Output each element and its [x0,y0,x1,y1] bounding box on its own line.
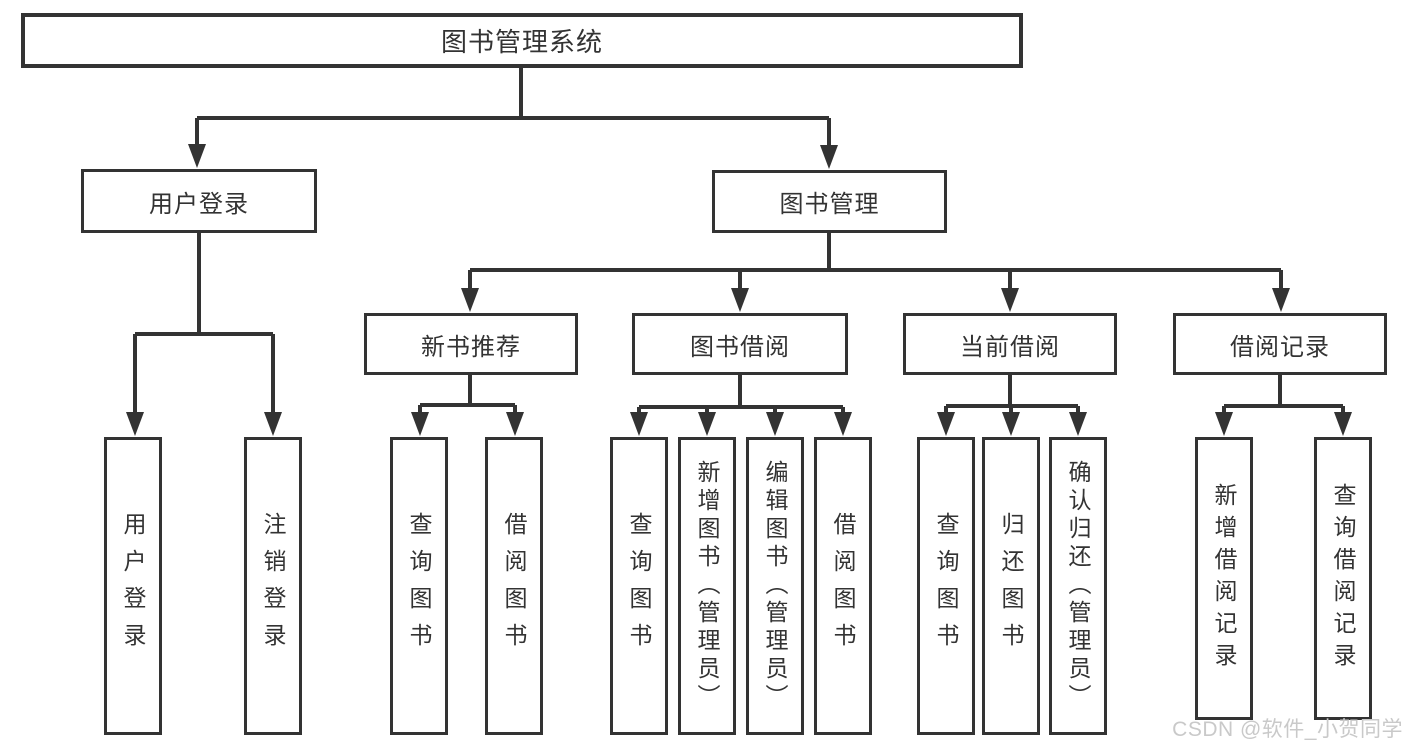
connector-bookborrow-to-leaves [637,375,845,418]
node-label: 归还图书 [998,512,1024,660]
connector-userlogin-to-leaves [133,233,275,416]
node-label: 借阅图书 [501,512,527,660]
node-label: 新书推荐 [421,333,521,361]
node-library-management-system: 图书管理系统 [21,13,1023,68]
node-borrow-records: 借阅记录 [1173,313,1387,375]
leaf-newbooks-borrow-books: 借阅图书 [485,437,543,735]
arrowhead-icon [1069,412,1087,436]
node-label: 图书管理 [779,191,880,218]
node-label: 用户登录 [120,512,146,660]
arrowhead-icon [1215,412,1233,436]
connector-records-to-leaves [1222,375,1345,418]
arrowhead-icon [1272,288,1290,312]
node-label: 注销登录 [260,512,286,660]
arrowhead-icon [937,412,955,436]
arrowhead-icon [188,144,206,168]
leaf-logout-login: 注销登录 [244,437,302,735]
node-label: 查询图书 [626,512,652,660]
arrowhead-icon [766,412,784,436]
node-label: 图书借阅 [690,333,790,361]
node-label: 编辑图书（管理员） [762,460,788,712]
connector-lines [133,68,1345,418]
node-label: 当前借阅 [960,333,1060,361]
leaf-borrow-edit-books-admin: 编辑图书（管理员） [746,437,804,735]
arrowhead-icon [411,412,429,436]
node-label: 确认归还（管理员） [1065,460,1091,712]
arrowhead-icon [834,412,852,436]
leaf-current-query-books: 查询图书 [917,437,975,735]
node-label: 查询图书 [406,512,432,660]
leaf-borrow-borrow-books: 借阅图书 [814,437,872,735]
arrowhead-icon [731,288,749,312]
node-book-borrowing: 图书借阅 [632,313,848,375]
leaf-current-confirm-return-admin: 确认归还（管理员） [1049,437,1107,735]
leaf-user-login: 用户登录 [104,437,162,735]
node-label: 用户登录 [149,190,249,218]
connector-root-to-level2 [195,68,831,149]
connector-bookmgmt-to-level3 [468,233,1283,292]
node-label: 借阅记录 [1230,333,1330,361]
node-new-book-recommend: 新书推荐 [364,313,578,375]
arrowhead-icon [1002,412,1020,436]
node-label: 图书管理系统 [440,27,603,57]
arrowhead-icon [630,412,648,436]
leaf-records-add-record: 新增借阅记录 [1195,437,1253,720]
arrowhead-icon [820,145,838,169]
connector-currentborrow-to-leaves [944,375,1080,418]
arrowhead-icon [126,412,144,436]
arrowhead-icon [506,412,524,436]
connector-newbooks-to-leaves [418,375,517,418]
leaf-newbooks-query-books: 查询图书 [390,437,448,735]
node-label: 查询借阅记录 [1330,482,1356,675]
node-user-login: 用户登录 [81,169,317,233]
node-label: 借阅图书 [830,512,856,660]
node-book-management: 图书管理 [712,170,947,233]
arrowhead-icon [1001,288,1019,312]
csdn-watermark: CSDN @软件_小贺同学 [1172,718,1403,741]
leaf-borrow-add-books-admin: 新增图书（管理员） [678,437,736,735]
arrowhead-icon [264,412,282,436]
arrowhead-icon [1334,412,1352,436]
node-label: 新增图书（管理员） [694,460,720,712]
arrowhead-icon [698,412,716,436]
node-label: 新增借阅记录 [1211,482,1237,675]
node-current-borrowing: 当前借阅 [903,313,1117,375]
leaf-current-return-books: 归还图书 [982,437,1040,735]
leaf-records-query-record: 查询借阅记录 [1314,437,1372,720]
arrowhead-icon [461,288,479,312]
arrowheads [126,144,1352,436]
node-label: 查询图书 [933,512,959,660]
leaf-borrow-query-books: 查询图书 [610,437,668,735]
